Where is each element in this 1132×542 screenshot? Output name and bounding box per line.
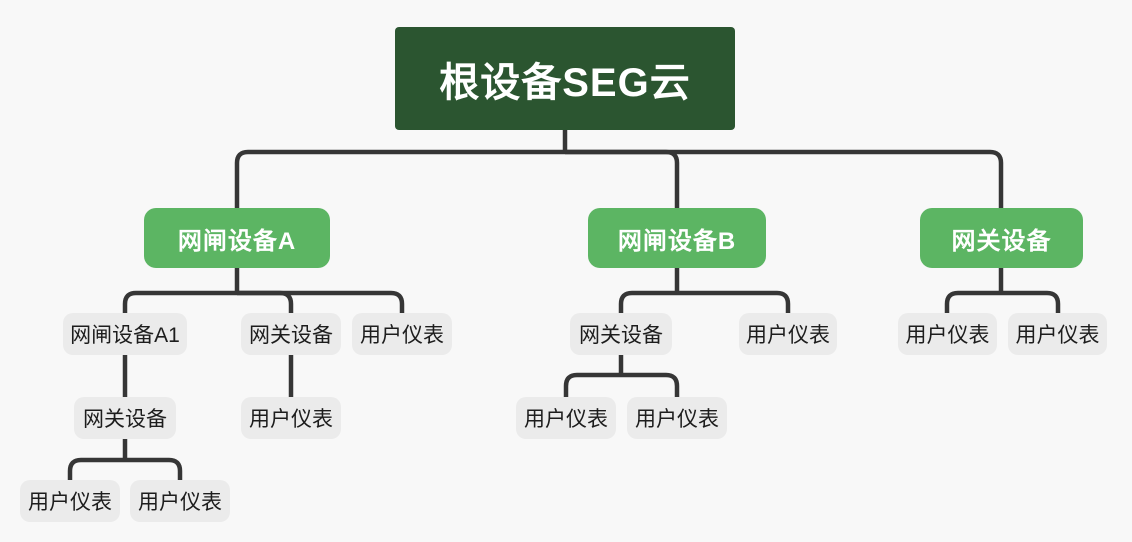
node-gateway-top[interactable]: 网关设备 bbox=[920, 208, 1083, 268]
node-gate-b-meter[interactable]: 用户仪表 bbox=[739, 313, 837, 355]
node-gateway-top-meter-1[interactable]: 用户仪表 bbox=[898, 313, 997, 355]
edge-root-to-gateway-top bbox=[565, 149, 1004, 208]
node-root[interactable]: 根设备SEG云 bbox=[395, 27, 735, 130]
edge-gate-b-gateway-to-meter1 bbox=[563, 372, 621, 397]
node-gate-a-gateway[interactable]: 网关设备 bbox=[241, 313, 341, 355]
edge-root-to-gate-a bbox=[234, 149, 565, 208]
node-gate-b-gateway[interactable]: 网关设备 bbox=[570, 313, 672, 355]
edge-gate-a-to-gateway bbox=[237, 290, 294, 313]
node-gate-a1-gateway-meter-1[interactable]: 用户仪表 bbox=[20, 480, 120, 522]
node-gate-b-gateway-meter-2[interactable]: 用户仪表 bbox=[627, 397, 727, 439]
edge-gate-a-to-meter bbox=[237, 290, 405, 313]
node-gate-b[interactable]: 网闸设备B bbox=[588, 208, 766, 268]
node-gate-a[interactable]: 网闸设备A bbox=[144, 208, 330, 268]
node-gate-a-gateway-meter[interactable]: 用户仪表 bbox=[241, 397, 341, 439]
edge-root-to-gate-b bbox=[565, 149, 680, 208]
edge-gate-a1-gateway-to-meter2 bbox=[125, 457, 183, 480]
edge-gate-b-to-meter bbox=[677, 290, 791, 313]
edge-gate-a-to-a1 bbox=[122, 290, 237, 313]
edge-gate-b-gateway-to-meter2 bbox=[621, 372, 680, 397]
node-gate-b-gateway-meter-1[interactable]: 用户仪表 bbox=[516, 397, 616, 439]
node-gateway-top-meter-2[interactable]: 用户仪表 bbox=[1008, 313, 1107, 355]
edge-gateway-top-to-meter1 bbox=[944, 290, 1001, 313]
edge-gate-a1-gateway-to-meter1 bbox=[67, 457, 125, 480]
node-gate-a1-gateway-meter-2[interactable]: 用户仪表 bbox=[130, 480, 230, 522]
edge-gateway-top-to-meter2 bbox=[1001, 290, 1061, 313]
edge-gate-b-to-gateway bbox=[618, 290, 677, 313]
node-gate-a-meter[interactable]: 用户仪表 bbox=[352, 313, 452, 355]
node-gate-a1[interactable]: 网闸设备A1 bbox=[63, 313, 187, 355]
node-gate-a1-gateway[interactable]: 网关设备 bbox=[74, 397, 176, 439]
